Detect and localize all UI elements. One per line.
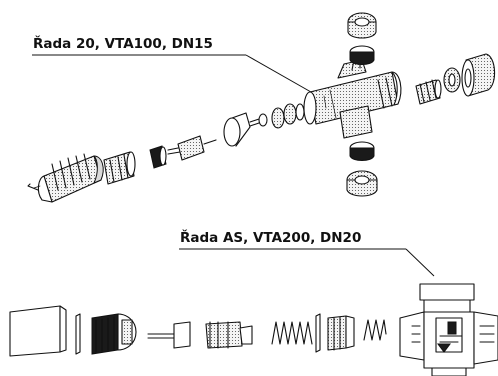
bottom-label-leader xyxy=(405,248,435,277)
union-nut xyxy=(461,53,496,97)
tailpiece xyxy=(415,79,442,105)
bottom-cap xyxy=(346,170,378,197)
top-valve-label: Řada 20, VTA100, DN15 xyxy=(33,35,213,52)
knurled-nut xyxy=(91,313,137,355)
union-ring xyxy=(443,67,461,93)
plunger xyxy=(223,112,268,147)
spring xyxy=(271,321,313,345)
thermostatic-head xyxy=(27,153,104,203)
bottom-valve-assembly xyxy=(9,283,498,376)
valve-body-as xyxy=(399,283,498,376)
top-nut xyxy=(349,45,375,65)
thin-washer xyxy=(75,313,81,355)
bottom-valve-label: Řada AS, VTA200, DN20 xyxy=(180,229,361,246)
insert-cartridge xyxy=(205,321,253,349)
pin-stem xyxy=(147,321,191,349)
spindle-insert xyxy=(167,135,217,161)
adapter-ring xyxy=(103,151,136,185)
washer xyxy=(315,313,321,353)
valve-body xyxy=(303,57,402,139)
top-cap xyxy=(347,12,377,39)
small-nut xyxy=(149,145,167,169)
bottom-nut xyxy=(349,141,375,161)
top-valve-assembly xyxy=(27,12,496,203)
o-ring-set xyxy=(271,103,305,129)
small-spring xyxy=(363,319,387,341)
seal-holder xyxy=(327,315,355,351)
top-label-leader xyxy=(245,54,319,97)
protective-cap xyxy=(9,305,67,357)
